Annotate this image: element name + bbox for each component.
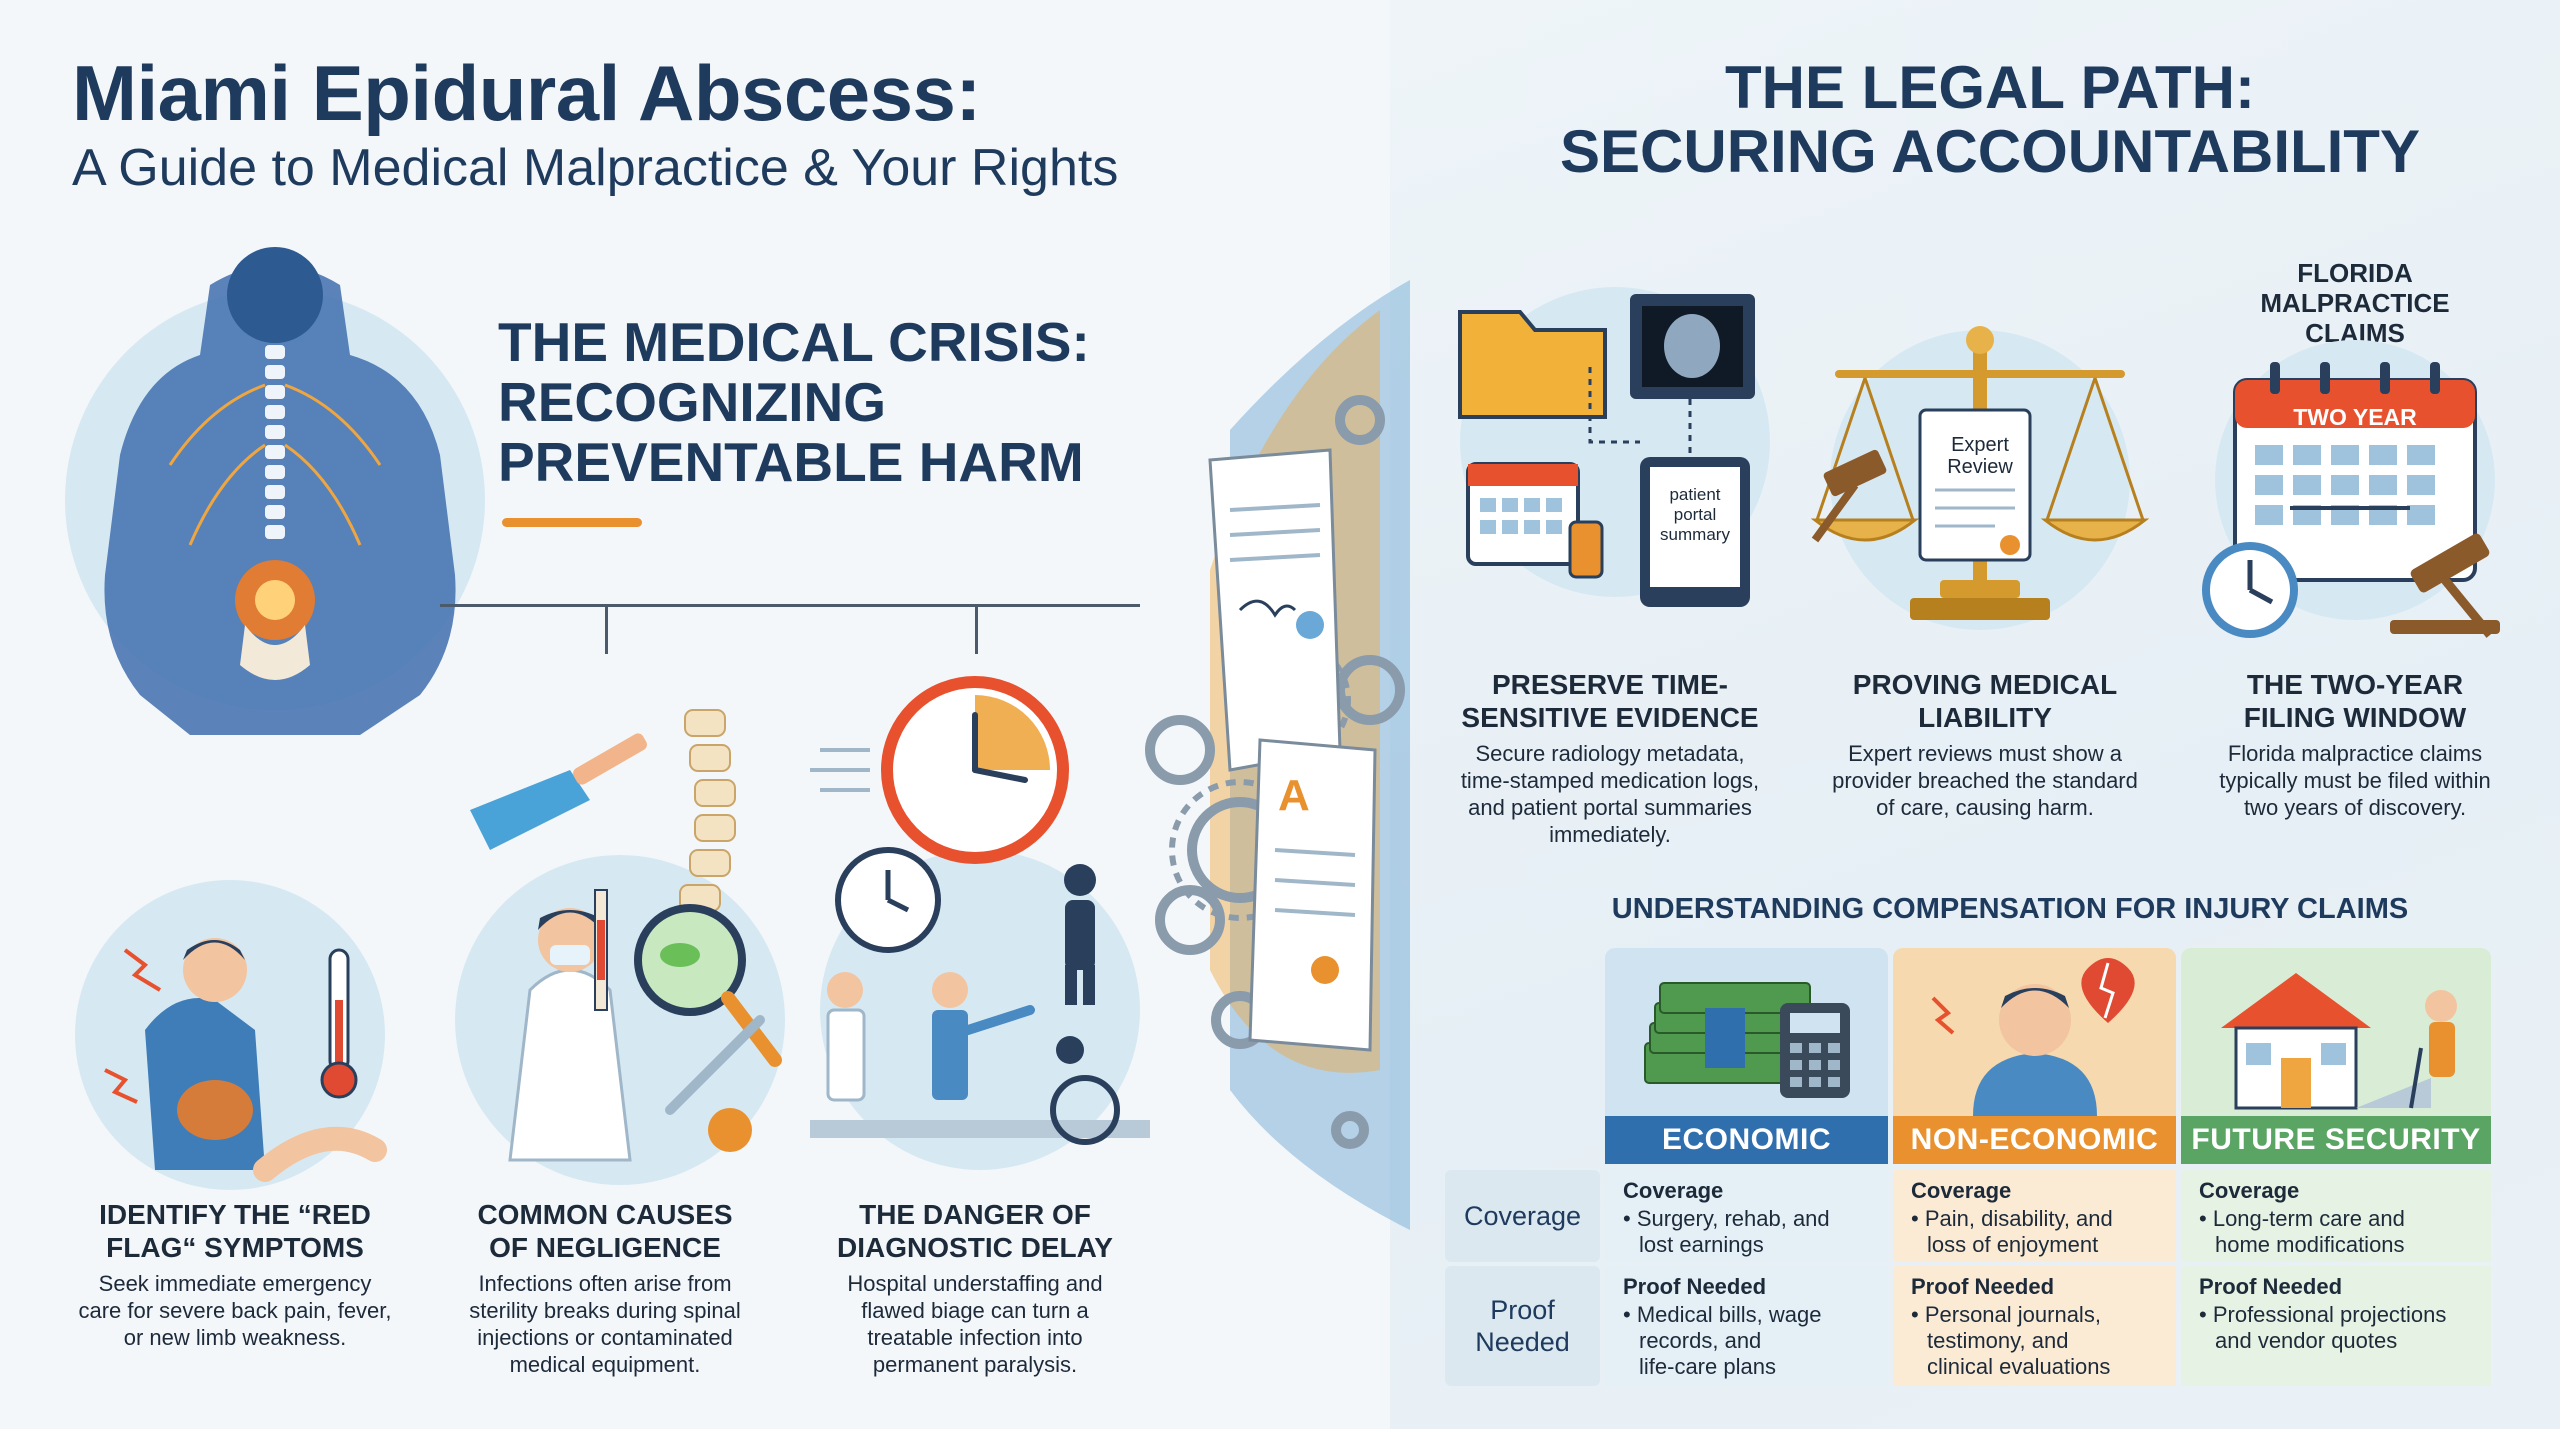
diagnostic-delay-illustration [810,676,1150,1170]
negligence-causes-illustration [455,709,785,1185]
legal-section-title: THE LEGAL PATH: SECURING ACCOUNTABILITY [1560,54,2420,185]
future-security-illustration-panel [2181,948,2491,1116]
compensation-section-title: UNDERSTANDING COMPENSATION FOR INJURY CL… [1611,893,2409,925]
calendar-two-year-label: TWO YEAR [2293,404,2417,430]
house-elderly-person-icon [2221,973,2457,1110]
cell-future-security-coverage: Coverage • Long-term care and home modif… [2181,1170,2491,1262]
connector-line [975,604,978,654]
non-economic-illustration-panel [1893,948,2176,1116]
page-title: Miami Epidural Abscess: [72,49,981,137]
cell-non-economic-coverage: Coverage • Pain, disability, and loss of… [1893,1170,2176,1262]
legal-card-evidence: PRESERVE TIME-SENSITIVE EVIDENCE Secure … [1430,668,1790,848]
cell-future-security-proof: Proof Needed • Professional projections … [2181,1266,2491,1386]
crisis-section-title: THE MEDICAL CRISIS: RECOGNIZING PREVENTA… [498,311,1090,493]
cell-economic-proof: Proof Needed • Medical bills, wage recor… [1605,1266,1888,1386]
row-header-coverage: Coverage [1445,1170,1600,1262]
column-header-future-security: FUTURE SECURITY [2181,1116,2491,1164]
svg-text:A: A [1278,771,1310,820]
cell-non-economic-proof: Proof Needed • Personal journals, testim… [1893,1266,2176,1386]
column-header-economic: ECONOMIC [1605,1116,1888,1164]
economic-illustration-panel [1605,948,1888,1116]
money-calculator-icon [1644,982,1850,1098]
card-heading: PRESERVE TIME-SENSITIVE EVIDENCE [1461,669,1759,733]
cell-economic-coverage: Coverage • Surgery, rehab, and lost earn… [1605,1170,1888,1262]
heartbreak-person-icon [1931,958,2135,1116]
crisis-title-underline [502,518,642,527]
connector-line [605,604,608,654]
page-subtitle: A Guide to Medical Malpractice & Your Ri… [72,139,1119,197]
evidence-illustration [1458,287,1770,607]
scales-of-justice-illustration [1810,326,2150,630]
gears-documents-illustration: A [1145,280,1410,1230]
card-body: Secure radiology metadata,time-stamped m… [1460,741,1760,847]
column-header-non-economic: NON-ECONOMIC [1893,1116,2176,1164]
two-year-calendar-illustration [2202,340,2500,638]
spine-pain-illustration [65,247,485,735]
red-flag-symptoms-illustration [75,880,387,1190]
connector-line-horizontal [440,604,1140,607]
